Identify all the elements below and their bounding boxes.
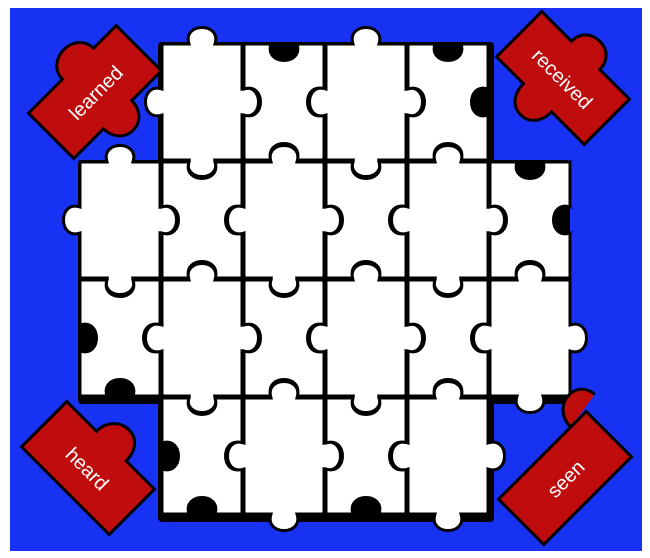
white-puzzle-piece[interactable] [146,28,259,177]
white-puzzle-piece[interactable] [392,382,505,531]
white-puzzle-piece[interactable] [146,264,259,413]
white-puzzle-piece[interactable] [228,382,341,531]
white-puzzle-piece[interactable] [392,146,505,295]
white-puzzle-piece[interactable] [310,28,423,177]
white-puzzle-piece[interactable] [228,146,341,295]
white-puzzle-piece[interactable] [310,264,423,413]
white-puzzle-piece[interactable] [64,146,177,295]
white-puzzle-piece[interactable] [474,264,587,413]
